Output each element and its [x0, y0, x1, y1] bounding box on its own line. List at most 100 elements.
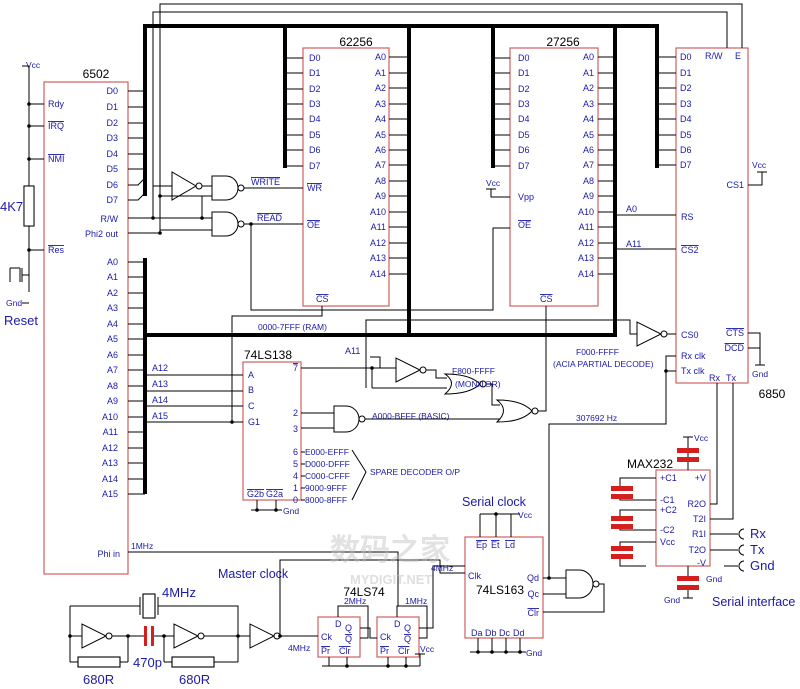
address-bus: [143, 24, 617, 494]
crystal-freq: 4MHz: [162, 585, 196, 600]
decoder-74ls138-body: [242, 361, 302, 501]
resistor-4k7-label: 4K7: [0, 199, 23, 214]
acia-rx: Rx: [709, 373, 720, 383]
write-signal: WRITE: [251, 177, 280, 187]
acia-cs1: CS1: [726, 180, 744, 190]
flipflop-pins: D Ck Q Q Pr Clr D Ck Q Q Pr Clr 2MHz 1MH…: [128, 541, 465, 668]
counter-et: Et: [491, 540, 500, 550]
ff-a-q: Q: [345, 623, 352, 633]
serial-interface-label: Serial interface: [712, 595, 795, 609]
master-clock-label: Master clock: [218, 567, 289, 581]
rom-27256-body: [509, 47, 599, 307]
dec-out-3: 3: [293, 424, 298, 434]
ff-b-q: Q: [404, 623, 411, 633]
acia-serial-lines: [710, 383, 734, 520]
acia-d4: D4: [680, 114, 692, 124]
cpu-pins: Vcc Rdy IRQ NMI Res D0 D1 D2 D3 D4 D5 D6…: [22, 60, 146, 559]
ram-oe: OE: [307, 220, 320, 230]
ff-a-clr: Clr: [339, 646, 351, 656]
counter-title: 74LS163: [476, 583, 524, 597]
reset-network: 4K7 Gnd Reset: [0, 185, 38, 328]
rom-a2: A2: [583, 83, 594, 93]
rom-d4: D4: [518, 114, 530, 124]
acia-pins: D0 D1 D2 D3 D4 D5 D6 D7 R/W E CS1 Vcc RS…: [657, 51, 768, 383]
acia-rs: RS: [681, 212, 694, 222]
ff-b-d: D: [394, 619, 401, 629]
data-bus: [143, 24, 659, 196]
dec-out-4: 4: [293, 471, 298, 481]
dec-in-c: C: [248, 401, 255, 411]
counter-ep: Ep: [476, 540, 487, 550]
basic-range: A000-BFFF (BASIC): [372, 411, 450, 421]
range-8000: 8000-8FFF: [305, 495, 347, 505]
cpu-a15: A15: [102, 489, 118, 499]
ff-a-ck: Ck: [321, 632, 332, 642]
rom-a6: A6: [583, 145, 594, 155]
cpu-phi-in: Phi in: [97, 549, 120, 559]
serial-tx: Tx: [750, 542, 765, 557]
cpu-a6: A6: [107, 350, 118, 360]
counter-dc: Dc: [499, 628, 510, 638]
cpu-a10: A10: [102, 412, 118, 422]
serial-rx: Rx: [750, 526, 766, 541]
cpu-6502-body: [43, 81, 129, 575]
ram-a8: A8: [375, 176, 386, 186]
cpu-a7: A7: [107, 365, 118, 375]
range-d000: D000-DFFF: [305, 459, 350, 469]
rom-title: 27256: [546, 35, 580, 49]
ram-a5: A5: [375, 130, 386, 140]
cpu-a1: A1: [107, 272, 118, 282]
dec-in-b: B: [248, 385, 254, 395]
acia-vcc: Vcc: [752, 160, 767, 170]
ram-a6: A6: [375, 145, 386, 155]
counter-clr: Clr: [528, 608, 540, 618]
acia-dcd: DCD: [725, 343, 745, 353]
max232-body: [655, 469, 711, 567]
rom-d6: D6: [518, 145, 530, 155]
rom-a11: A11: [579, 222, 594, 232]
rom-vpp: Vpp: [518, 192, 534, 202]
ram-a12: A12: [370, 238, 386, 248]
dec-out-6: 6: [293, 447, 298, 457]
ram-a9: A9: [375, 191, 386, 201]
rom-pins: D0 D1 D2 D3 D4 D5 D6 D7 Vcc Vpp OE CS A0…: [486, 52, 615, 304]
rom-d2: D2: [518, 84, 530, 94]
reset-label: Reset: [4, 313, 38, 328]
max-c2n: -C2: [660, 525, 675, 535]
cpu-d7: D7: [106, 195, 118, 205]
acia-d0: D0: [680, 52, 692, 62]
max-t2i: T2I: [693, 514, 706, 524]
cpu-a12: A12: [102, 443, 118, 453]
dec-out-0: 0: [293, 495, 298, 505]
monitor-label: (MONITOR): [455, 379, 501, 389]
ram-a13: A13: [370, 253, 386, 263]
decoder-pins: A12 A13 A14 A15 A B C G1 7 2 3 6 5 4 1 0…: [145, 363, 460, 516]
ram-range: 0000-7FFF (RAM): [258, 322, 327, 332]
dec-in-a: A: [248, 370, 254, 380]
acia-e: E: [735, 51, 741, 61]
cpu-a11: A11: [103, 427, 118, 437]
rw-line: [128, 11, 728, 219]
max-r2o: R2O: [687, 499, 706, 509]
max-r1i: R1I: [692, 529, 706, 539]
addr-a11-acia: A11: [626, 239, 641, 249]
cpu-d4: D4: [106, 149, 118, 159]
acia-cs0: CS0: [681, 330, 699, 340]
read-nand: [211, 211, 239, 237]
cpu-nmi: NMI: [48, 154, 65, 164]
spare-decoder: SPARE DECODER O/P: [370, 467, 460, 477]
rom-oe: OE: [518, 220, 531, 230]
rom-a12: A12: [578, 238, 594, 248]
max-gnd: Gnd: [664, 595, 680, 605]
cpu-rw: R/W: [101, 214, 119, 224]
ram-62256-body: [302, 47, 390, 307]
cpu-a2: A2: [107, 288, 118, 298]
serial-gnd-pin: Gnd: [706, 574, 722, 584]
dec-out-2: 2: [293, 408, 298, 418]
basic-nand: [333, 405, 360, 433]
counter-gnd: Gnd: [526, 648, 542, 658]
ff-a-qn: Q: [345, 634, 352, 644]
ram-d4: D4: [309, 114, 321, 124]
counter-ld: Ld: [505, 540, 515, 550]
rom-a7: A7: [583, 160, 594, 170]
